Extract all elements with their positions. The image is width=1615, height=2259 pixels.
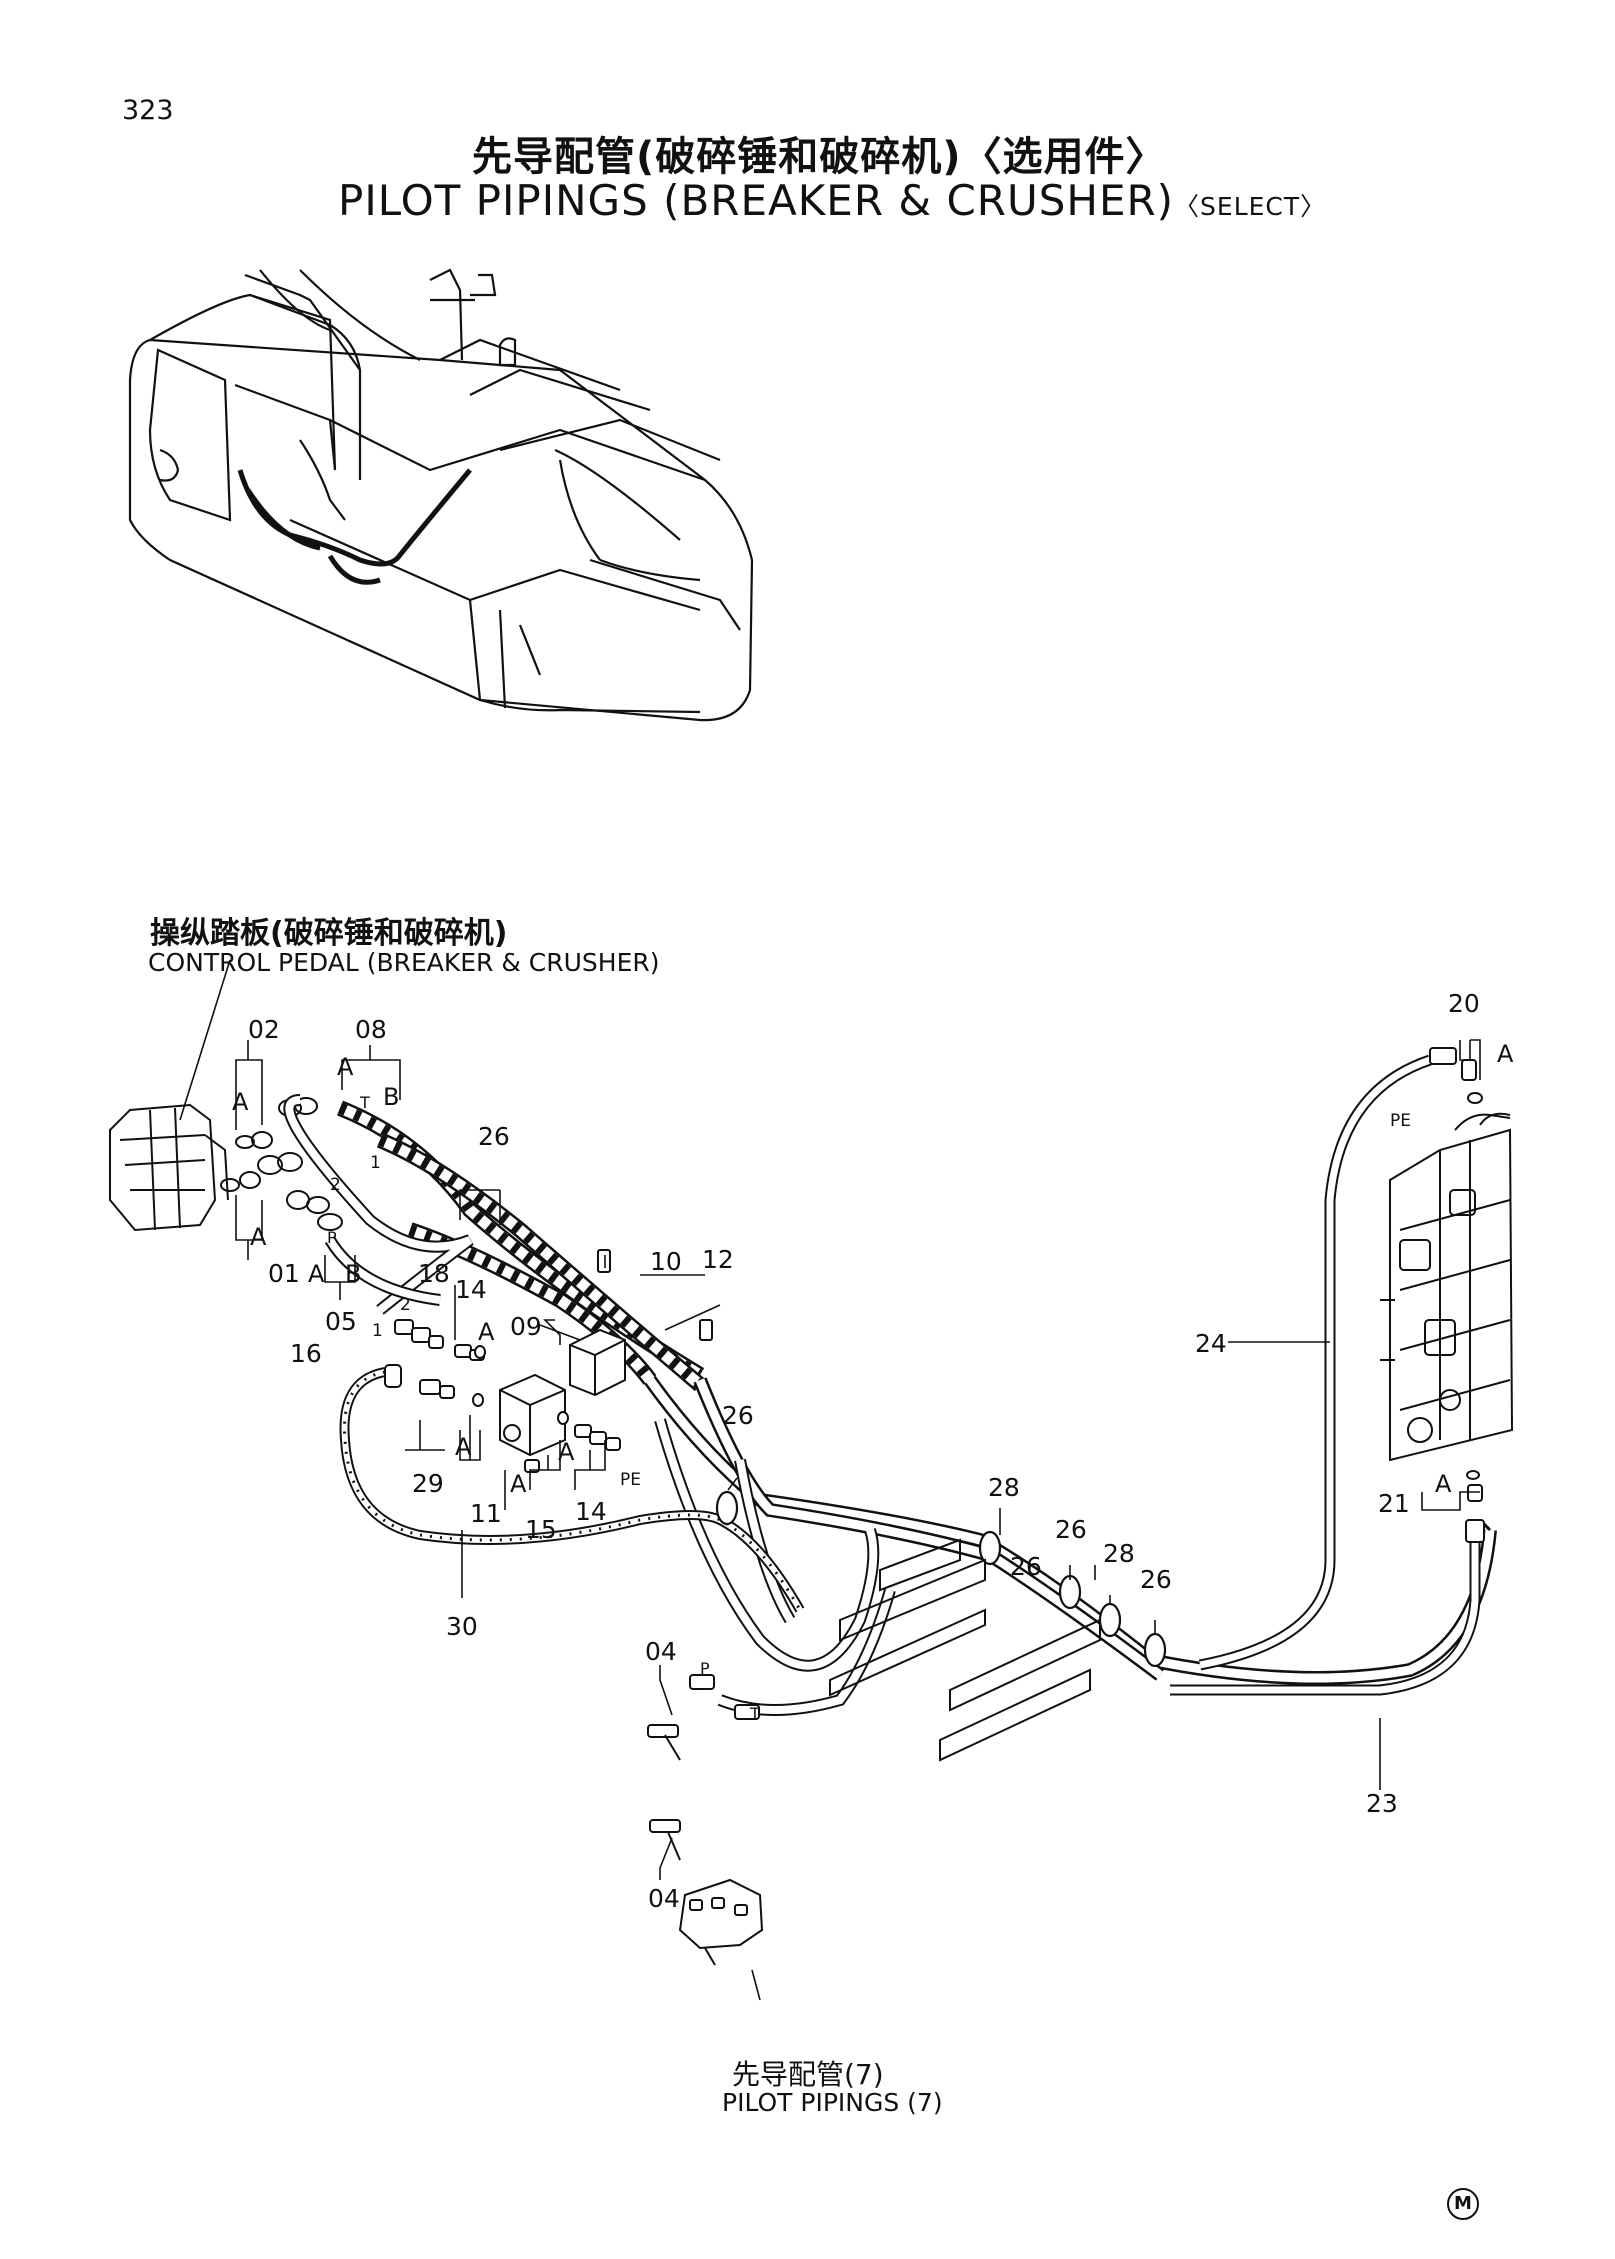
part-label-26-b: 26 — [722, 1401, 754, 1430]
control-pedal-label-chinese: 操纵踏板(破碎锤和破碎机) — [150, 916, 508, 951]
valve-block-11 — [499, 1373, 566, 1457]
excavator-overview-drawing — [128, 268, 754, 722]
port-label-1-b: 1 — [372, 1321, 383, 1341]
port-label-a-6: A — [455, 1433, 472, 1461]
page-title-english: PILOT PIPINGS (BREAKER & CRUSHER)〈SELECT… — [338, 176, 1326, 225]
part-label-01: 01 — [268, 1259, 300, 1288]
part-label-26-d: 26 — [1140, 1565, 1172, 1594]
port-label-2-a: 2 — [330, 1175, 341, 1195]
hose-23 — [1170, 1540, 1481, 1696]
part-label-20: 20 — [1448, 989, 1480, 1018]
part-label-11: 11 — [470, 1499, 502, 1528]
pilot-valve-assembly — [647, 1674, 764, 1966]
part-label-08: 08 — [355, 1015, 387, 1044]
port-label-t-1: T — [359, 1093, 370, 1112]
part-label-29: 29 — [412, 1469, 444, 1498]
part-label-28-b: 28 — [1103, 1539, 1135, 1568]
part-label-30: 30 — [446, 1612, 478, 1641]
port-label-b-1: B — [383, 1083, 399, 1111]
part-label-15: 15 — [525, 1515, 557, 1544]
control-valve-block — [1380, 1112, 1514, 1462]
hose-30 — [339, 1367, 805, 1613]
main-pilot-hoses — [644, 1375, 1497, 1716]
part-label-09: 09 — [510, 1312, 542, 1341]
pilot-hose-bundle — [283, 1094, 706, 1392]
port-label-a-3: A — [337, 1053, 354, 1081]
part-label-26-a: 26 — [478, 1122, 510, 1151]
circled-m-mark: M — [1447, 2188, 1479, 2220]
part-label-02: 02 — [248, 1015, 280, 1044]
part-label-14-a: 14 — [455, 1275, 487, 1304]
part-label-05: 05 — [325, 1307, 357, 1336]
fitting-20 — [1429, 1047, 1483, 1104]
port-label-pe-1: PE — [620, 1470, 641, 1490]
hose-24 — [1198, 1054, 1432, 1671]
page-number: 323 — [122, 95, 174, 126]
port-label-a-7: A — [510, 1470, 527, 1498]
port-label-2-b: 2 — [400, 1295, 411, 1315]
port-label-p-2: P — [700, 1659, 710, 1678]
page-title-english-main: PILOT PIPINGS (BREAKER & CRUSHER) — [338, 176, 1175, 225]
port-label-1-a: 1 — [370, 1153, 381, 1173]
port-labels: A A A B A B A A A A A A P P T T PE PE 1 … — [232, 1040, 1514, 1723]
port-label-pe-2: PE — [1390, 1111, 1411, 1131]
page-title-chinese: 先导配管(破碎锤和破碎机)〈选用件〉 — [472, 134, 1167, 180]
port-label-a-2: A — [250, 1223, 267, 1251]
port-label-a-10: A — [1435, 1470, 1452, 1498]
control-pedal-body — [109, 1103, 229, 1232]
part-label-21: 21 — [1378, 1489, 1410, 1518]
part-label-26-c: 26 — [1055, 1515, 1087, 1544]
port-label-a-5: A — [478, 1318, 495, 1346]
port-label-a-8: A — [558, 1438, 575, 1466]
part-label-04-a: 04 — [645, 1637, 677, 1666]
port-label-a-4: A — [308, 1260, 325, 1288]
part-label-24: 24 — [1195, 1329, 1227, 1358]
fittings-cluster — [384, 1249, 713, 1473]
part-label-04-b: 04 — [648, 1884, 680, 1913]
frame-rails — [829, 1538, 1101, 1762]
fitting-21 — [1465, 1470, 1485, 1543]
part-label-28-a: 28 — [988, 1473, 1020, 1502]
part-label-18: 18 — [418, 1259, 450, 1288]
part-label-12: 12 — [702, 1245, 734, 1274]
port-label-t-2: T — [749, 1704, 760, 1723]
control-pedal-leader-line — [179, 959, 231, 1121]
part-label-14-b: 14 — [575, 1497, 607, 1526]
overview-pilot-hose-route — [237, 468, 472, 585]
port-label-p-1: P — [327, 1228, 337, 1247]
leader-lines — [235, 1039, 1481, 2001]
port-label-a-9: A — [1497, 1040, 1514, 1068]
port-label-b-2: B — [345, 1260, 361, 1288]
part-label-26-e: 26 — [1010, 1552, 1042, 1581]
part-label-10: 10 — [650, 1247, 682, 1276]
pilot-pipings-label-chinese: 先导配管(7) — [732, 2058, 884, 2091]
part-label-23: 23 — [1366, 1789, 1398, 1818]
part-number-labels: 02 08 26 10 12 01 18 14 05 09 16 24 26 2… — [248, 989, 1480, 1913]
select-tag: 〈SELECT〉 — [1174, 192, 1327, 221]
valve-block-09 — [569, 1328, 626, 1397]
pilot-pipings-label-english: PILOT PIPINGS (7) — [722, 2088, 943, 2117]
part-label-16: 16 — [290, 1339, 322, 1368]
port-label-a-1: A — [232, 1088, 249, 1116]
control-pedal-label-english: CONTROL PEDAL (BREAKER & CRUSHER) — [148, 948, 660, 977]
